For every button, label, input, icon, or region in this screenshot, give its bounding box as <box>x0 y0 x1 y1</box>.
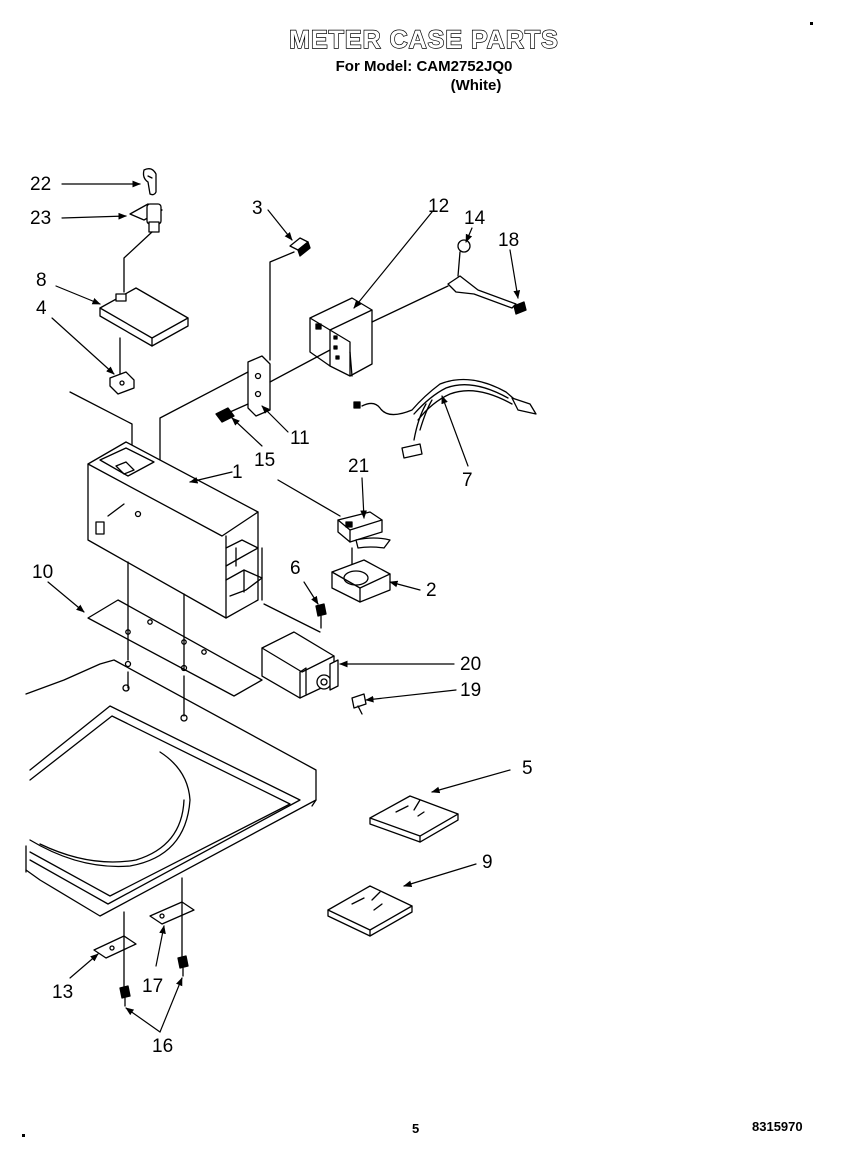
callout-4: 4 <box>36 298 47 319</box>
callout-8: 8 <box>36 270 47 291</box>
part-4-clip <box>69 371 135 449</box>
part-17-clip <box>149 877 195 959</box>
part-12-control-module <box>309 285 449 377</box>
callout-23: 23 <box>30 208 51 229</box>
part-8-cover-plate <box>99 287 189 379</box>
part-21-coin-bracket <box>277 479 391 569</box>
callout-11: 11 <box>290 428 310 449</box>
callout-19: 19 <box>460 680 481 701</box>
callout-3: 3 <box>252 198 263 219</box>
part-15-screw <box>215 403 249 423</box>
part-3-screw <box>269 237 311 361</box>
callout-7: 7 <box>462 470 473 491</box>
corner-mark <box>810 22 813 25</box>
leader-lines <box>47 180 521 1033</box>
callout-12: 12 <box>428 196 449 217</box>
part-9-card <box>327 885 413 937</box>
callout-22: 22 <box>30 174 51 195</box>
part-16-screws <box>119 955 189 1007</box>
part-11-bracket <box>159 349 331 471</box>
part-5-card <box>369 795 459 843</box>
part-23-lock-cylinder <box>123 203 163 293</box>
callout-2: 2 <box>426 580 437 601</box>
callout-5: 5 <box>522 758 533 779</box>
callout-1: 1 <box>232 462 243 483</box>
part-22-lock-lever <box>142 168 157 196</box>
callout-9: 9 <box>482 852 493 873</box>
part-6-screw <box>263 603 327 633</box>
part-19-screw <box>351 693 367 715</box>
corner-mark <box>22 1134 25 1137</box>
callout-10: 10 <box>32 562 53 583</box>
document-number: 8315970 <box>752 1119 803 1134</box>
callout-6: 6 <box>290 558 301 579</box>
page-number: 5 <box>412 1121 420 1136</box>
callout-13: 13 <box>52 982 73 1003</box>
callout-17: 17 <box>142 976 163 997</box>
callout-14: 14 <box>464 208 486 229</box>
page-title: METER CASE PARTS <box>288 25 559 54</box>
part-20-lock-housing <box>261 631 339 699</box>
callout-15: 15 <box>254 450 275 471</box>
model-subtitle: For Model: CAM2752JQ0 <box>335 58 513 75</box>
callout-21: 21 <box>348 456 369 477</box>
callout-labels: 1 2 3 4 5 6 7 8 9 10 11 12 13 14 15 16 1… <box>30 174 533 1057</box>
part-1-meter-case <box>87 441 263 619</box>
part-13-clip <box>93 911 137 989</box>
cabinet-top <box>25 659 317 917</box>
part-18-screw <box>513 301 527 315</box>
part-7-wiring-harness <box>353 378 537 459</box>
part-2-coin-receptacle <box>331 559 391 603</box>
color-variant: (White) <box>450 77 502 94</box>
part-10-gasket <box>87 561 263 722</box>
callout-16: 16 <box>152 1036 173 1057</box>
callout-20: 20 <box>460 654 481 675</box>
callout-18: 18 <box>498 230 519 251</box>
